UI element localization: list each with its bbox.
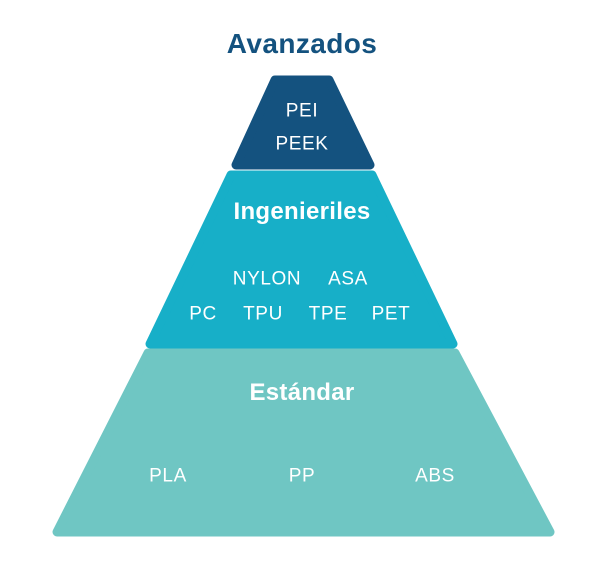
material-label-tpu: TPU: [243, 303, 283, 325]
material-label-abs: ABS: [415, 465, 455, 487]
material-label-peek: PEEK: [275, 133, 329, 155]
material-label-nylon: NYLON: [232, 268, 302, 290]
material-label-pla: PLA: [149, 465, 187, 487]
material-label-pei: PEI: [285, 100, 319, 122]
pyramid-heading-ingenieriles: Ingenieriles: [233, 198, 371, 225]
material-label-asa: ASA: [328, 268, 368, 290]
material-label-pc: PC: [189, 303, 217, 325]
material-label-pp: PP: [288, 465, 316, 487]
pyramid-heading-estandar: Estándar: [249, 379, 355, 406]
pyramid-tier-top[interactable]: [231, 75, 375, 170]
pyramid-tier-bottom[interactable]: [52, 348, 555, 537]
material-label-pet: PET: [371, 303, 411, 325]
material-label-tpe: TPE: [308, 303, 348, 325]
pyramid-tier-middle[interactable]: [145, 170, 458, 349]
pyramid-title-avanzados: Avanzados: [226, 28, 378, 59]
